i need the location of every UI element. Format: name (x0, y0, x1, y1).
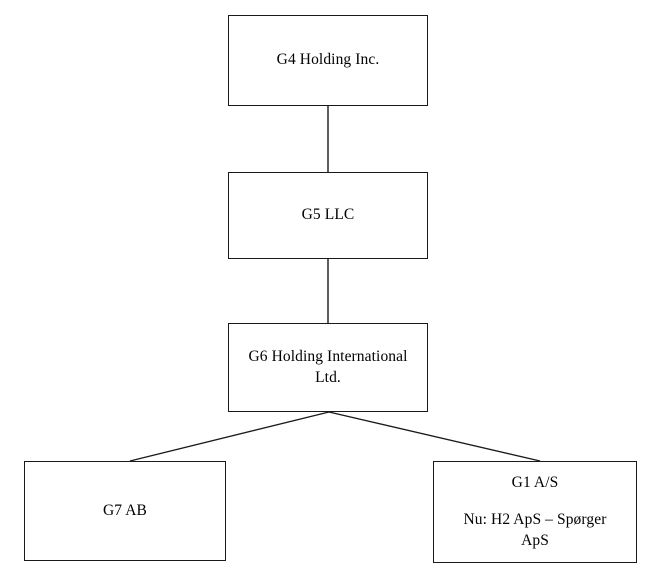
node-g6-label-line-1: G6 Holding International (248, 348, 408, 366)
node-g6-label-line-2: Ltd. (315, 368, 341, 386)
connector-g6-g7 (129, 411, 330, 462)
node-g1-label-line-3: ApS (521, 531, 549, 549)
node-g1-as[interactable]: G1 A/S Nu: H2 ApS – Spørger ApS (433, 461, 637, 563)
node-g5-label-line-1: G5 LLC (301, 206, 355, 224)
node-g1-label-line-1: G1 A/S (511, 473, 559, 491)
node-g5-llc[interactable]: G5 LLC (228, 172, 428, 259)
node-g6-holding-international-ltd[interactable]: G6 Holding International Ltd. (228, 323, 428, 412)
node-g4-holding-inc[interactable]: G4 Holding Inc. (228, 15, 428, 106)
node-g7-ab[interactable]: G7 AB (24, 461, 226, 561)
node-g7-label-line-1: G7 AB (103, 501, 147, 519)
node-g4-label-line-1: G4 Holding Inc. (276, 51, 380, 69)
node-g1-label-line-2: Nu: H2 ApS – Spørger (463, 511, 607, 529)
connector-g6-g1 (328, 411, 541, 462)
